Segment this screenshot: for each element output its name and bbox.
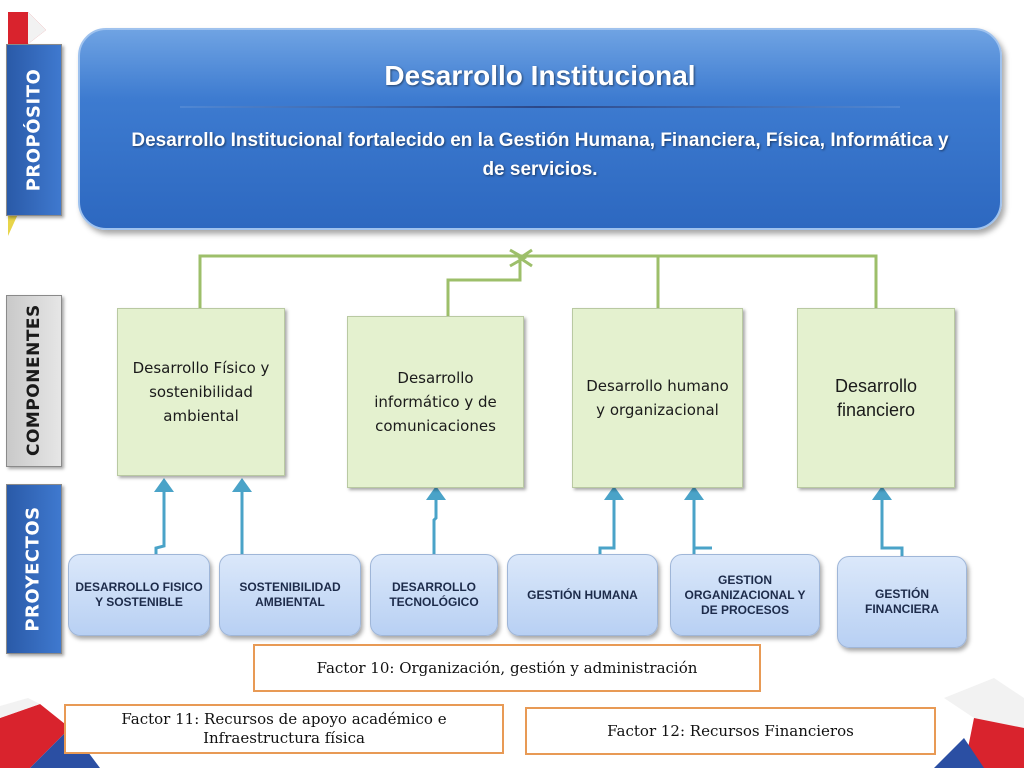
arrow-project-5 [692,494,712,554]
connector-component-3 [522,254,660,308]
purpose-text: Desarrollo Institucional fortalecido en … [131,130,949,180]
arrow-project-4 [598,494,616,554]
factor-10-label: Factor 10: Organización, gestión y admin… [316,658,698,677]
factor-11-box: Factor 11: Recursos de apoyo académico e… [64,704,504,754]
component-desarrollo-humano: Desarrollo humano y organizacional [572,308,743,488]
project-label: DESARROLLO FISICO Y SOSTENIBLE [75,580,203,609]
factor-12-box: Factor 12: Recursos Financieros [525,707,936,755]
component-desarrollo-informatico: Desarrollo informático y de comunicacion… [347,316,524,488]
factor-12-label: Factor 12: Recursos Financieros [607,721,854,740]
factor-10-box: Factor 10: Organización, gestión y admin… [253,644,761,692]
project-gestion-humana: GESTIÓN HUMANA [507,554,658,636]
project-gestion-financiera: GESTIÓN FINANCIERA [837,556,967,648]
connector-arrowhead-2 [517,248,533,268]
component-label: Desarrollo Físico y sostenibilidad ambie… [132,359,270,425]
sidebar-tab-proposito: PROPÓSITO [6,44,62,216]
arrow-project-6 [880,494,904,556]
component-label: Desarrollo humano y organizacional [586,377,729,419]
project-label: DESARROLLO TECNOLÓGICO [389,580,479,609]
purpose-box: Desarrollo Institucional Desarrollo Inst… [78,28,1002,230]
arrow-project-3 [432,494,438,554]
connector-component-4 [658,254,878,308]
purpose-title: Desarrollo Institucional [384,60,696,91]
component-desarrollo-financiero: Desarrollo financiero [797,308,955,488]
purpose-divider [180,106,900,108]
connector-component-1 [198,254,528,308]
connector-component-2 [446,258,522,316]
project-gestion-organizacional: GESTION ORGANIZACIONAL Y DE PROCESOS [670,554,820,636]
connector-arrowhead [509,248,528,268]
factor-11-label: Factor 11: Recursos de apoyo académico e… [121,710,447,747]
project-label: SOSTENIBILIDAD AMBIENTAL [239,580,341,609]
corner-decoration-right [934,678,1024,768]
project-label: GESTION ORGANIZACIONAL Y DE PROCESOS [684,572,806,617]
project-label: GESTIÓN FINANCIERA [865,587,939,616]
sidebar-tab-proyectos: PROYECTOS [6,484,62,654]
project-label: GESTIÓN HUMANA [527,587,638,602]
project-sostenibilidad-ambiental: SOSTENIBILIDAD AMBIENTAL [219,554,361,636]
corner-decoration [8,12,46,236]
component-label: Desarrollo financiero [834,376,918,420]
component-desarrollo-fisico: Desarrollo Físico y sostenibilidad ambie… [117,308,285,476]
component-label: Desarrollo informático y de comunicacion… [374,369,497,435]
project-desarrollo-fisico-sostenible: DESARROLLO FISICO Y SOSTENIBLE [68,554,210,636]
sidebar-tab-componentes: COMPONENTES [6,295,62,467]
project-desarrollo-tecnologico: DESARROLLO TECNOLÓGICO [370,554,498,636]
